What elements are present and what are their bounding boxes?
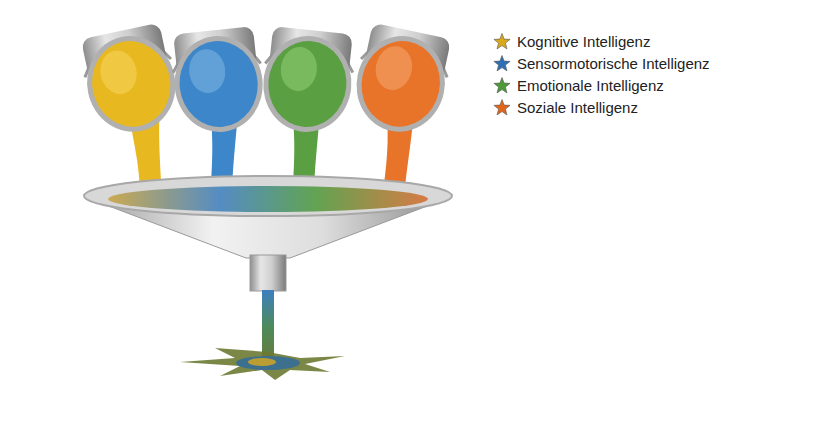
legend-label: Soziale Intelligenz — [517, 99, 638, 116]
legend: Kognitive IntelligenzSensormotorische In… — [493, 30, 710, 118]
legend-star — [494, 100, 510, 115]
legend-label: Sensormotorische Intelligenz — [517, 55, 710, 72]
yellow-bucket — [77, 22, 184, 140]
legend-entry: Kognitive Intelligenz — [493, 30, 710, 52]
legend-star-swatch — [493, 98, 511, 116]
legend-entry: Sensormotorische Intelligenz — [493, 52, 710, 74]
legend-star — [494, 34, 510, 49]
legend-star-swatch — [493, 76, 511, 94]
legend-star — [494, 78, 510, 93]
legend-entry: Emotionale Intelligenz — [493, 74, 710, 96]
blue-bucket — [169, 26, 267, 137]
funnel — [84, 176, 452, 291]
legend-label: Kognitive Intelligenz — [517, 33, 650, 50]
legend-star — [494, 56, 510, 71]
legend-label: Emotionale Intelligenz — [517, 77, 664, 94]
legend-star-swatch — [493, 32, 511, 50]
paint-outflow — [180, 290, 345, 380]
orange-bucket — [348, 22, 455, 140]
legend-star-swatch — [493, 54, 511, 72]
green-bucket — [259, 26, 357, 137]
legend-entry: Soziale Intelligenz — [493, 96, 710, 118]
